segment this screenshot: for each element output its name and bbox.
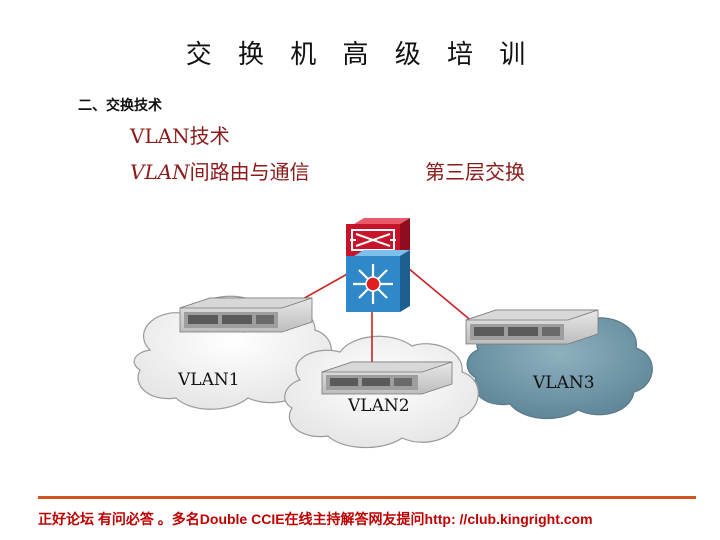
vlan1-label: VLAN1 [178,370,240,390]
vlan3-label: VLAN3 [533,373,595,393]
switch-icon [465,309,599,345]
router-icon [346,218,410,256]
footer-text: 正好论坛 有问必答 。多名Double CCIE在线主持解答网友提问http: … [38,511,593,527]
layer3-switch-icon [346,250,410,312]
page-title: 交 换 机 高 级 培 训 [185,40,535,70]
subtopic-inter-vlan: VLAN间路由与通信 [130,156,310,185]
switch-icon [321,361,453,395]
section-heading: 二、交换技术 [78,98,162,114]
subtopic-layer3-switching: 第三层交换 [425,160,525,184]
footer-divider [38,496,696,499]
topic-heading: VLAN技术 [130,124,230,148]
vlan2-label: VLAN2 [348,396,410,416]
subtopic-vlan-prefix: VLAN [130,160,190,184]
switch-icon [179,297,313,333]
subtopic-routing-text: 间路由与通信 [189,160,310,184]
